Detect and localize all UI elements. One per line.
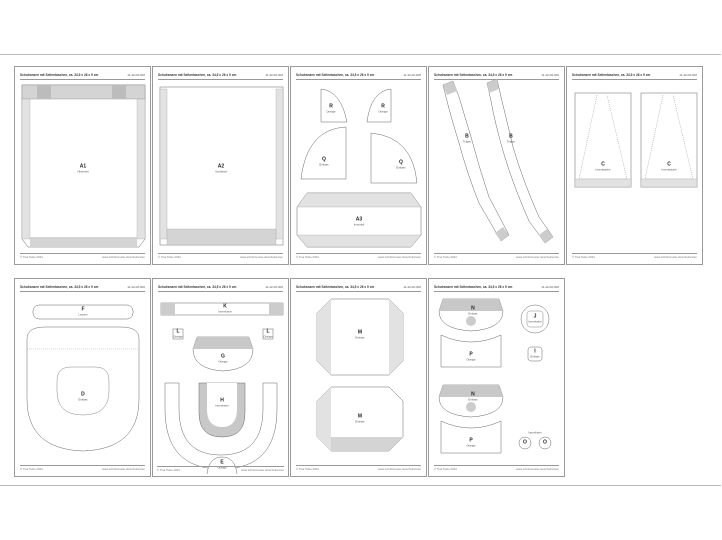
- piece-label: Innenfutter: [528, 430, 542, 435]
- pattern-page-5[interactable]: Schulranzen mit Seitentaschen, ca. 34,5 …: [566, 66, 703, 265]
- pattern-piece-m-drawing: [316, 298, 404, 452]
- page-url: www.schnittmuster.de/schulranzen: [516, 467, 559, 471]
- header-rule: [158, 79, 283, 80]
- pattern-page-8[interactable]: Schulranzen mit Seitentaschen, ca. 34,5 …: [290, 278, 427, 477]
- page-code: 11-42-00-000: [127, 73, 145, 77]
- footer-rule: [296, 465, 421, 466]
- page-url: www.schnittmuster.de/schulranzen: [378, 467, 421, 471]
- pattern-piece-a2-drawing: [159, 86, 284, 246]
- pattern-pieces-f-d-drawing: [26, 304, 140, 452]
- pattern-page-9[interactable]: Schulranzen mit Seitentaschen, ca. 34,5 …: [428, 278, 565, 477]
- pattern-pieces-r-q-a3-drawing: [296, 88, 422, 248]
- footer-rule: [20, 253, 145, 254]
- page-title: Schulranzen mit Seitentaschen, ca. 34,5 …: [158, 285, 237, 289]
- footer-rule: [434, 253, 559, 254]
- page-title: Schulranzen mit Seitentaschen, ca. 34,5 …: [20, 73, 99, 77]
- page-url: www.schnittmuster.de/schulranzen: [102, 467, 145, 471]
- page-copyright: © Tina Tiebe 2024: [572, 255, 595, 259]
- page-title: Schulranzen mit Seitentaschen, ca. 34,5 …: [296, 285, 375, 289]
- page-copyright: © Tina Tiebe 2024: [296, 467, 319, 471]
- page-copyright: © Tina Tiebe 2024: [434, 255, 457, 259]
- pattern-page-1[interactable]: Schulranzen mit Seitentaschen, ca. 34,5 …: [14, 66, 151, 265]
- page-title: Schulranzen mit Seitentaschen, ca. 34,5 …: [572, 73, 651, 77]
- pattern-overview-frame: [0, 54, 721, 486]
- page-url: www.schnittmuster.de/schulranzen: [378, 255, 421, 259]
- footer-rule: [158, 253, 283, 254]
- header-rule: [20, 79, 145, 80]
- pattern-pieces-n-p-j-i-o-drawing: [438, 298, 552, 454]
- page-code: 11-42-00-000: [403, 285, 421, 289]
- page-copyright: © Tina Tiebe 2024: [158, 255, 181, 259]
- header-rule: [20, 291, 145, 292]
- piece-label: O: [523, 439, 527, 446]
- footer-rule: [572, 253, 697, 254]
- page-copyright: © Tina Tiebe 2024: [20, 467, 43, 471]
- pattern-piece-b-straps-drawing: [442, 78, 554, 244]
- page-code: 11-42-00-000: [679, 73, 697, 77]
- header-rule: [296, 291, 421, 292]
- header-rule: [572, 79, 697, 80]
- page-title: Schulranzen mit Seitentaschen, ca. 34,5 …: [20, 285, 99, 289]
- page-code: 11-42-00-000: [127, 285, 145, 289]
- pattern-piece-a1-drawing: [21, 84, 146, 248]
- page-copyright: © Tina Tiebe 2024: [434, 467, 457, 471]
- page-title: Schulranzen mit Seitentaschen, ca. 34,5 …: [434, 73, 513, 77]
- page-url: www.schnittmuster.de/schulranzen: [654, 255, 697, 259]
- footer-rule: [434, 465, 559, 466]
- page-code: 11-42-00-000: [541, 285, 559, 289]
- page-code: 11-42-00-000: [265, 73, 283, 77]
- header-rule: [434, 291, 559, 292]
- footer-rule: [20, 465, 145, 466]
- page-url: www.schnittmuster.de/schulranzen: [516, 255, 559, 259]
- piece-label: O: [543, 439, 547, 446]
- pattern-page-4[interactable]: Schulranzen mit Seitentaschen, ca. 34,5 …: [428, 66, 565, 265]
- pattern-page-2[interactable]: Schulranzen mit Seitentaschen, ca. 34,5 …: [152, 66, 289, 265]
- page-title: Schulranzen mit Seitentaschen, ca. 34,5 …: [434, 285, 513, 289]
- page-title: Schulranzen mit Seitentaschen, ca. 34,5 …: [296, 73, 375, 77]
- page-url: www.schnittmuster.de/schulranzen: [240, 255, 283, 259]
- pattern-page-3[interactable]: Schulranzen mit Seitentaschen, ca. 34,5 …: [290, 66, 427, 265]
- page-url: www.schnittmuster.de/schulranzen: [102, 255, 145, 259]
- page-title: Schulranzen mit Seitentaschen, ca. 34,5 …: [158, 73, 237, 77]
- page-code: 11-42-00-000: [541, 73, 559, 77]
- page-copyright: © Tina Tiebe 2024: [296, 255, 319, 259]
- pattern-pieces-k-l-g-h-e-drawing: [160, 302, 284, 475]
- pattern-page-7[interactable]: Schulranzen mit Seitentaschen, ca. 34,5 …: [152, 278, 289, 477]
- pattern-piece-c-drawing: [574, 92, 698, 188]
- pattern-page-6[interactable]: Schulranzen mit Seitentaschen, ca. 34,5 …: [14, 278, 151, 477]
- page-code: 11-42-00-000: [265, 285, 283, 289]
- header-rule: [158, 291, 283, 292]
- page-copyright: © Tina Tiebe 2024: [20, 255, 43, 259]
- footer-rule: [296, 253, 421, 254]
- header-rule: [296, 79, 421, 80]
- page-code: 11-42-00-000: [403, 73, 421, 77]
